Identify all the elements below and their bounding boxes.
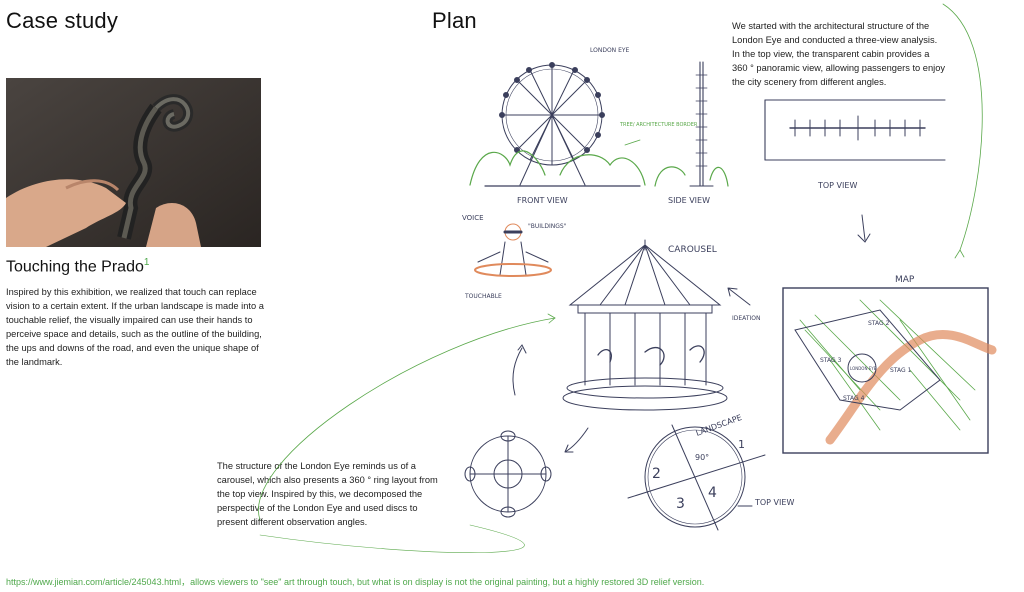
side-view-tower: [689, 61, 714, 187]
label-stage4: STAG 4: [843, 395, 865, 402]
label-carousel: CAROUSEL: [668, 245, 717, 255]
quadrant-3: 3: [676, 496, 685, 512]
footnote-link[interactable]: https://www.jiemian.com/article/245043.h…: [6, 577, 705, 587]
label-voice: VOICE: [462, 214, 484, 222]
quadrant-1: 1: [738, 438, 745, 451]
label-front-view: FRONT VIEW: [517, 196, 568, 205]
disc-wheel-sketch: [464, 430, 552, 518]
case-study-paragraph: Inspired by this exhibition, we realized…: [6, 287, 264, 367]
prado-photo: [6, 78, 261, 247]
front-view-wheel: [499, 62, 605, 186]
label-landscape: LANDSCAPE: [695, 413, 743, 438]
front-trees: [469, 150, 646, 186]
plan-bottom-paragraph: The structure of the London Eye reminds …: [217, 461, 438, 527]
label-top-view-2: TOP VIEW: [754, 498, 794, 507]
plan-title: Plan: [432, 8, 477, 33]
quadrant-2: 2: [652, 466, 661, 482]
prado-subtitle: Touching the Prado1: [6, 257, 149, 276]
carousel-sketch: [562, 239, 728, 411]
label-map: MAP: [895, 275, 915, 285]
prado-subtitle-text: Touching the Prado: [6, 258, 144, 276]
label-buildings: "BUILDINGS": [528, 223, 567, 230]
footnote-ref[interactable]: 1: [143, 257, 150, 268]
label-ideation: IDEATION: [732, 315, 760, 322]
label-tree-arch: TREE/ ARCHITECTURE BORDER: [619, 122, 698, 128]
label-map-london-eye: LONDON EYE: [850, 366, 877, 371]
label-stage3: STAG 3: [820, 357, 842, 364]
voice-figure: [474, 223, 552, 277]
label-top-view: TOP VIEW: [817, 181, 857, 190]
label-touchable: TOUCHABLE: [464, 293, 502, 300]
label-stage1: STAG 1: [890, 367, 912, 374]
label-london-eye: LONDON EYE: [590, 47, 630, 54]
plan-top-paragraph: We started with the architectural struct…: [732, 21, 946, 87]
quadrant-4: 4: [708, 485, 717, 501]
label-stage2: STAG 2: [868, 320, 890, 327]
angle-90: 90°: [695, 453, 709, 462]
case-study-title: Case study: [6, 8, 119, 33]
map-sketch: [782, 287, 997, 454]
guide-curve: [942, 3, 983, 251]
landscape-disc-sketch: [627, 424, 766, 531]
prado-relief-image: [6, 78, 261, 247]
label-side-view: SIDE VIEW: [668, 196, 710, 205]
guide-curve: [258, 317, 556, 521]
top-view-box: [764, 99, 946, 161]
